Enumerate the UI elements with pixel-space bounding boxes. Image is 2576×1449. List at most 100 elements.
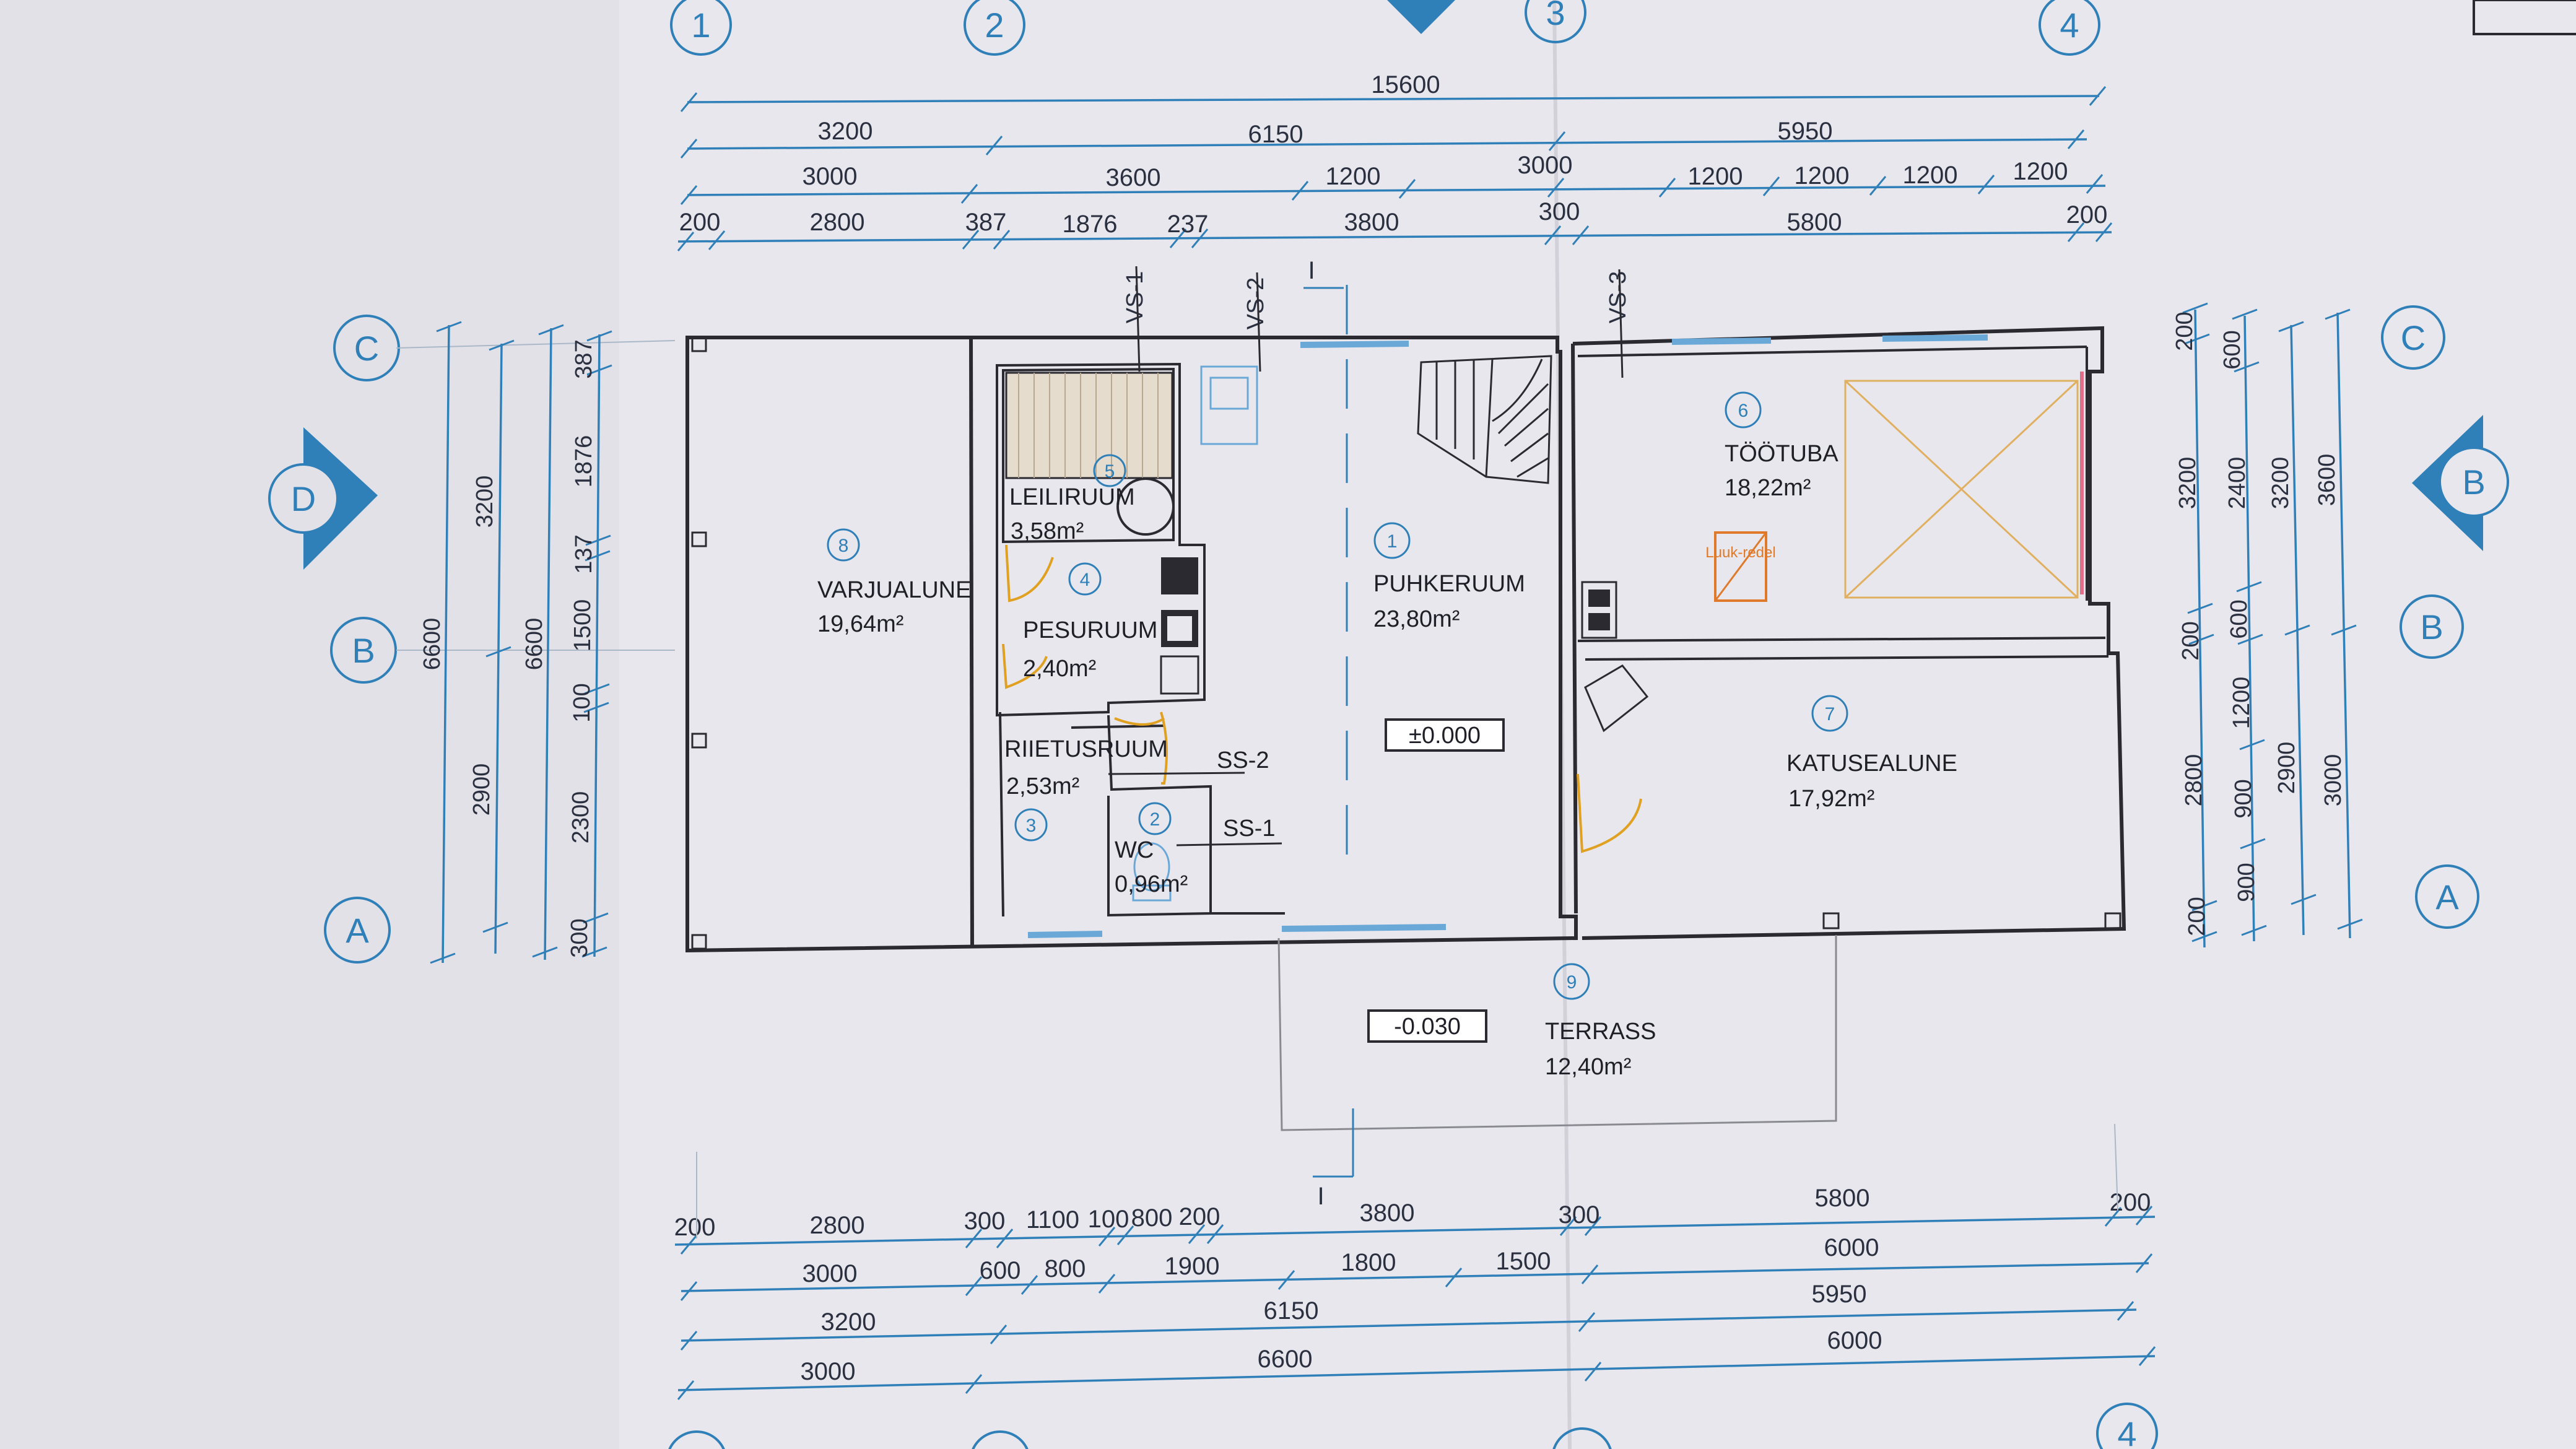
- dim-bottom: 300: [1559, 1201, 1600, 1229]
- dim-bottom: 800: [1131, 1204, 1173, 1232]
- svg-text:1: 1: [691, 6, 710, 45]
- svg-text:6: 6: [1738, 401, 1749, 421]
- dim-top: 1876: [1063, 211, 1118, 238]
- room-2-wc: 2 WC 0,96m²: [1115, 802, 1188, 897]
- dim-right: 3600: [2314, 454, 2340, 507]
- doors: [1002, 544, 1642, 853]
- hatch-label: Luuk-redel: [1705, 544, 1775, 561]
- windows: [1027, 334, 2084, 938]
- room-area: 12,40m²: [1545, 1054, 1631, 1080]
- dim-left: 2900: [469, 764, 495, 816]
- bottom-dimension-chain: [674, 1206, 2156, 1400]
- svg-text:B: B: [2462, 463, 2485, 502]
- grid-axis-row-C-right: C: [2381, 305, 2445, 370]
- shower-fixtures-icon: [1160, 557, 1199, 695]
- dim-left: 1876: [571, 435, 597, 488]
- right-dimension-chain: [2182, 302, 2363, 948]
- dim-right: 3200: [2175, 457, 2201, 510]
- dim-top: 1200: [1795, 162, 1850, 189]
- room-name: KATUSEALUNE: [1786, 751, 1957, 777]
- sauna-stove-icon: [1116, 477, 1175, 536]
- level-marker-terrace: -0.030: [1367, 1009, 1487, 1043]
- dim-top: 300: [1539, 198, 1580, 225]
- dim-bottom: 200: [1179, 1203, 1221, 1230]
- level-marker-floor: ±0.000: [1385, 718, 1505, 752]
- svg-text:3: 3: [1026, 816, 1037, 836]
- left-dimension-chain: [430, 321, 612, 964]
- room-9-terrass: 9 TERRASS 12,40m²: [1545, 963, 1656, 1080]
- grid-axis-row-A-right: A: [2415, 864, 2479, 929]
- dim-right: 3200: [2268, 457, 2294, 510]
- dim-right: 2900: [2274, 742, 2300, 794]
- room-area: 0,96m²: [1115, 871, 1188, 897]
- svg-text:8: 8: [838, 536, 849, 556]
- wall-section-vs1: VS-1: [1122, 271, 1148, 323]
- dim-bottom: 200: [674, 1214, 716, 1241]
- grid-axis-row-B-left: B: [330, 617, 397, 684]
- dim-left-total: 6600: [419, 618, 445, 671]
- dim-top: 237: [1167, 211, 1209, 238]
- workshop-fixtures-icon: [1581, 581, 1649, 733]
- svg-text:3: 3: [1546, 0, 1565, 32]
- svg-text:A: A: [346, 911, 369, 950]
- dim-bottom: 2800: [810, 1212, 865, 1239]
- room-name: LEILIRUUM: [1009, 484, 1135, 510]
- wall-section-vs2: VS-2: [1243, 277, 1269, 329]
- dim-left: 1500: [570, 599, 596, 652]
- svg-text:B: B: [2420, 607, 2443, 646]
- dim-top: 1200: [1688, 163, 1743, 190]
- dim-bottom: 3200: [821, 1308, 876, 1336]
- dim-right: 3000: [2320, 754, 2346, 807]
- sauna-block-walls: [996, 362, 1285, 917]
- grid-axis-column-4: 4: [2039, 0, 2100, 56]
- svg-text:4: 4: [2060, 6, 2079, 45]
- grid-axis-row-A-left: A: [324, 897, 391, 964]
- wall-section-vs3: VS-3: [1605, 271, 1631, 323]
- section-marker-D: D: [268, 427, 378, 570]
- dim-top: 1200: [1903, 162, 1958, 189]
- dim-top: 3600: [1106, 164, 1161, 191]
- dim-right: 200: [2184, 897, 2210, 936]
- dim-left: 387: [571, 339, 597, 378]
- room-8-varjualune: 8 VARJUALUNE 19,64m²: [817, 528, 971, 637]
- room-name: PUHKERUUM: [1373, 571, 1525, 597]
- room-area: 23,80m²: [1373, 606, 1460, 632]
- dim-top: 1200: [2013, 158, 2068, 185]
- room-area: 2,40m²: [1023, 656, 1096, 682]
- dim-bottom: 1800: [1341, 1249, 1396, 1276]
- dim-top: 200: [2066, 201, 2108, 228]
- terrace-outline: [1277, 935, 1837, 1131]
- dim-bottom: 200: [2110, 1189, 2151, 1216]
- svg-text:-0.030: -0.030: [1394, 1014, 1461, 1040]
- dim-bottom: 600: [980, 1257, 1021, 1284]
- svg-text:C: C: [354, 329, 379, 368]
- section-cut-label-top: I: [1308, 257, 1315, 284]
- section-arrow-top-icon: [1387, 0, 1455, 34]
- room-7-katusealune: 7 KATUSEALUNE 17,92m²: [1786, 695, 1957, 812]
- dim-left: 100: [569, 683, 595, 722]
- dim-top: 6150: [1248, 121, 1303, 148]
- svg-text:2: 2: [1150, 809, 1160, 830]
- dim-left: 300: [567, 918, 593, 957]
- dim-top: 3200: [818, 118, 873, 145]
- dim-top: 2800: [810, 209, 865, 236]
- dim-bottom: 300: [964, 1208, 1006, 1235]
- dim-bottom: 3000: [803, 1260, 858, 1287]
- building-walls: [685, 326, 2126, 953]
- dim-right: 900: [2230, 779, 2256, 818]
- dim-bottom: 3000: [801, 1358, 856, 1385]
- grid-axis-row-B-right: B: [2400, 594, 2464, 659]
- dim-bottom: 6600: [1258, 1346, 1313, 1373]
- section-cut-label-bottom: I: [1317, 1183, 1324, 1210]
- dim-right: 2400: [2224, 457, 2250, 510]
- room-area: 2,53m²: [1006, 773, 1079, 799]
- dim-top: 3800: [1344, 209, 1399, 236]
- dim-top: 5800: [1787, 209, 1842, 236]
- svg-text:±0.000: ±0.000: [1409, 723, 1481, 749]
- room-name: WC: [1115, 837, 1154, 863]
- attic-ladder-hatch: Luuk-redel: [1705, 531, 1776, 602]
- svg-text:4: 4: [2117, 1414, 2136, 1449]
- dim-left: 3200: [472, 476, 498, 528]
- dim-top: 3000: [1518, 152, 1573, 179]
